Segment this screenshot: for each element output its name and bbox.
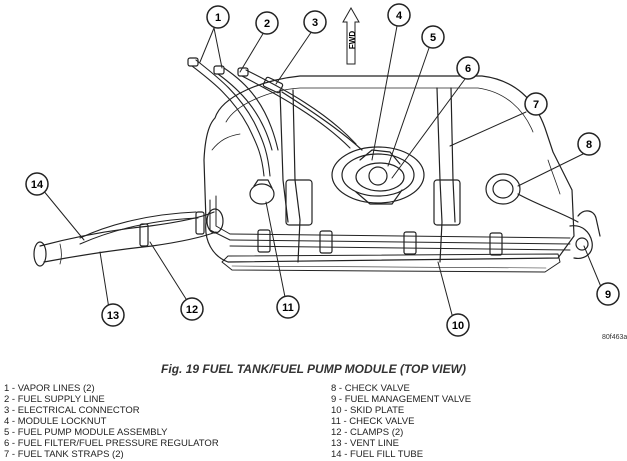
callout-2: 2 bbox=[255, 11, 279, 35]
svg-text:12: 12 bbox=[186, 304, 198, 316]
electrical-connector bbox=[262, 76, 363, 151]
svg-text:4: 4 bbox=[396, 10, 403, 22]
svg-text:9: 9 bbox=[605, 289, 611, 301]
legend-item: 2 - FUEL SUPPLY LINE bbox=[4, 394, 105, 405]
svg-text:6: 6 bbox=[465, 63, 471, 75]
legend-item: 13 - VENT LINE bbox=[331, 438, 399, 449]
svg-text:3: 3 bbox=[312, 17, 318, 29]
fill-tube-clamps bbox=[139, 211, 205, 247]
svg-text:13: 13 bbox=[107, 310, 119, 322]
legend-left: 1 - VAPOR LINES (2) 2 - FUEL SUPPLY LINE… bbox=[4, 383, 219, 460]
fuel-fill-tube bbox=[33, 208, 224, 267]
figure-id: 80f463a bbox=[602, 334, 627, 341]
callout-13: 13 bbox=[101, 303, 125, 327]
check-valve-8 bbox=[485, 173, 579, 223]
vent-line bbox=[79, 211, 199, 245]
callout-14: 14 bbox=[25, 172, 49, 196]
svg-text:1: 1 bbox=[215, 12, 221, 24]
direction-label: FWD bbox=[348, 31, 357, 49]
skid-plate bbox=[221, 253, 561, 273]
legend-item: 8 - CHECK VALVE bbox=[331, 383, 410, 394]
callout-10: 10 bbox=[446, 313, 470, 337]
check-valve-11 bbox=[249, 179, 275, 205]
fuel-pump-module bbox=[331, 146, 425, 205]
callout-9: 9 bbox=[596, 282, 620, 306]
line-bundle bbox=[209, 195, 571, 251]
callout-7: 7 bbox=[524, 92, 548, 116]
fuel-management-valve bbox=[569, 210, 601, 259]
svg-text:2: 2 bbox=[264, 18, 270, 30]
forward-arrow-icon: FWD bbox=[342, 6, 360, 65]
legend-item: 3 - ELECTRICAL CONNECTOR bbox=[4, 405, 140, 416]
callout-3: 3 bbox=[303, 10, 327, 34]
callout-8: 8 bbox=[577, 132, 601, 156]
callout-11: 11 bbox=[276, 295, 300, 319]
legend-item: 5 - FUEL PUMP MODULE ASSEMBLY bbox=[4, 427, 168, 438]
svg-text:5: 5 bbox=[430, 32, 436, 44]
legend-item: 11 - CHECK VALVE bbox=[331, 416, 415, 427]
legend-item: 7 - FUEL TANK STRAPS (2) bbox=[4, 449, 124, 460]
legend-item: 12 - CLAMPS (2) bbox=[331, 427, 404, 438]
fuel-supply-line bbox=[241, 69, 357, 149]
legend-item: 1 - VAPOR LINES (2) bbox=[4, 383, 95, 394]
legend-item: 9 - FUEL MANAGEMENT VALVE bbox=[331, 394, 472, 405]
callout-4: 4 bbox=[387, 3, 411, 27]
legend-item: 4 - MODULE LOCKNUT bbox=[4, 416, 107, 427]
bundle-clamps bbox=[257, 229, 503, 256]
callout-12: 12 bbox=[180, 297, 204, 321]
legend-right: 8 - CHECK VALVE 9 - FUEL MANAGEMENT VALV… bbox=[331, 383, 471, 460]
vapor-lines bbox=[191, 59, 279, 177]
callout-5: 5 bbox=[421, 25, 445, 49]
fuel-tank-outline bbox=[203, 75, 575, 263]
fuel-tank-diagram: FWD 1 2 3 4 5 6 7 8 9 10 11 bbox=[25, 3, 620, 337]
svg-text:11: 11 bbox=[282, 302, 294, 314]
svg-text:14: 14 bbox=[31, 179, 44, 191]
svg-text:8: 8 bbox=[586, 139, 592, 151]
legend-item: 14 - FUEL FILL TUBE bbox=[331, 449, 424, 460]
leader-lines bbox=[37, 25, 605, 327]
legend-item: 10 - SKID PLATE bbox=[331, 405, 405, 416]
callout-1: 1 bbox=[206, 5, 230, 29]
line-fittings bbox=[187, 57, 249, 77]
figure-caption: Fig. 19 FUEL TANK/FUEL PUMP MODULE (TOP … bbox=[161, 362, 466, 376]
svg-text:7: 7 bbox=[533, 99, 539, 111]
svg-text:10: 10 bbox=[452, 320, 464, 332]
legend-item: 6 - FUEL FILTER/FUEL PRESSURE REGULATOR bbox=[4, 438, 219, 449]
callout-6: 6 bbox=[456, 56, 480, 80]
